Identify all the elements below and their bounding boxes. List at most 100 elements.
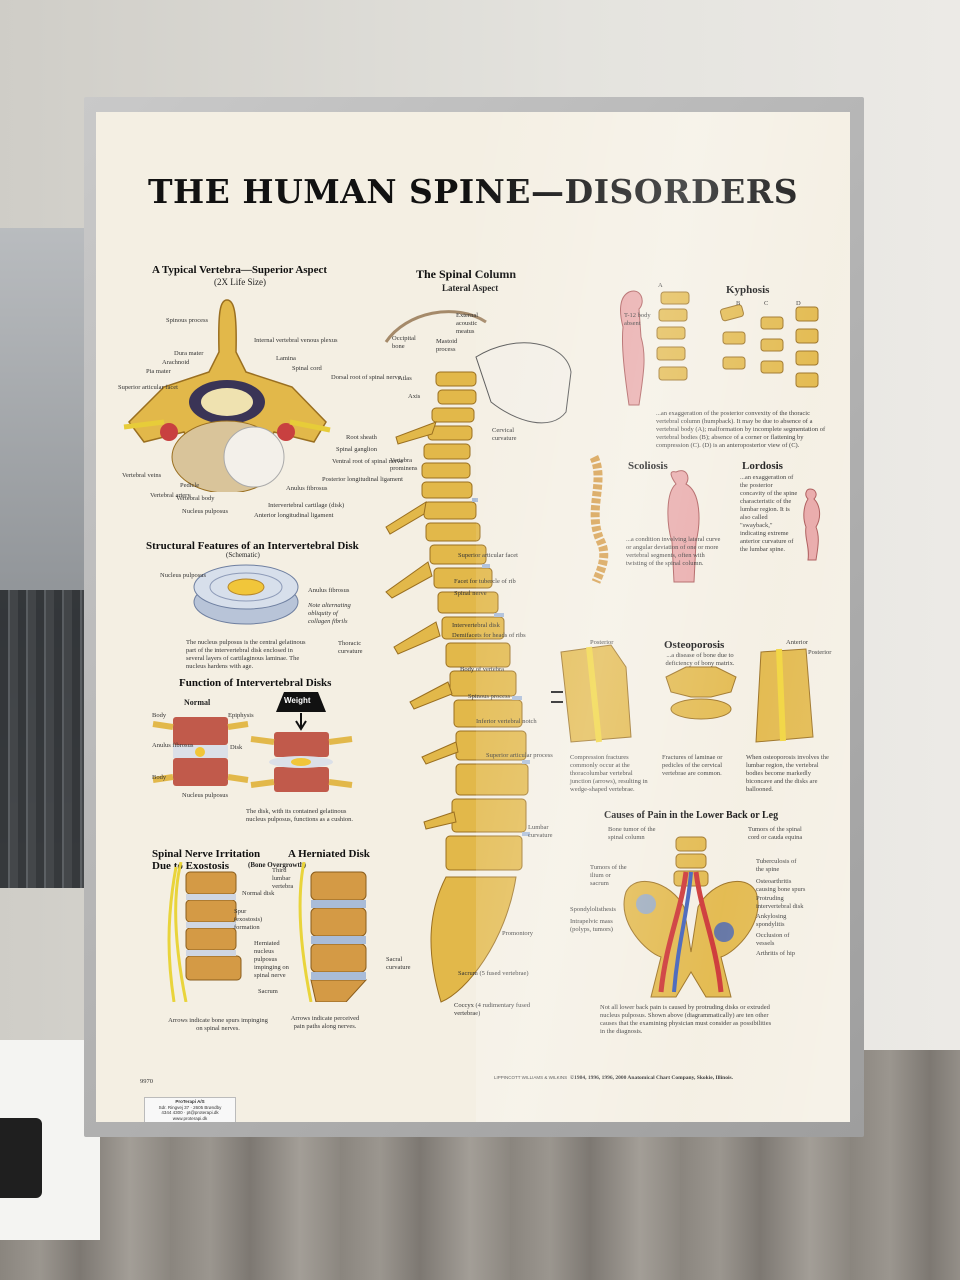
scoliosis-heading: Scoliosis (628, 460, 668, 472)
lbl-spinal-ganglion: Spinal ganglion (336, 446, 377, 453)
vertebra-heading: A Typical Vertebra—Superior Aspect (152, 264, 328, 276)
sink (0, 1118, 42, 1198)
lbl-disk-note: Note alternating obliquity of collagen f… (308, 602, 351, 625)
lbl-normal-disk: Normal disk (242, 890, 275, 897)
lbl-func-disk: Disk (230, 744, 243, 751)
lbl-sup-articular-process: Superior articular process (486, 752, 553, 759)
lbl-dura-mater: Dura mater (174, 350, 204, 357)
vertebra-sub: (2X Life Size) (214, 277, 266, 287)
lbl-pedicle: Pedicle (180, 482, 200, 489)
copyright: ©1984, 1996, 1996, 2000 Anatomical Chart… (570, 1075, 734, 1081)
lbl-spinal-nerve: Spinal nerve (454, 590, 487, 597)
lbl-promontory: Promontory (502, 930, 534, 937)
lbl-vertebra-prominens: Vertebra prominens (390, 457, 418, 472)
herniated-caption: Arrows indicate perceived pain paths alo… (290, 1015, 360, 1030)
lbl-func-anulus: Anulus fibrosus (152, 742, 194, 749)
lbl-pain-ilium-tumors: Tumors of the ilium or sacrum (590, 864, 627, 887)
sticker-line-4: www.proterapi.dk (172, 1115, 208, 1121)
lbl-disk-anulus: Anulus fibrosus (308, 587, 350, 594)
lbl-kyphosis-c: C (764, 300, 769, 307)
lbl-kyphosis-d: D (796, 300, 801, 307)
sticker-line-1: ProTerapi A/S (175, 1099, 205, 1104)
lbl-osteo-anterior: Anterior (786, 639, 809, 646)
lbl-func-nucleus: Nucleus pulposus (182, 792, 229, 799)
lbl-third-lumbar: Third lumbar vertebra (272, 867, 294, 890)
lbl-articular-facet: Superior articular facet (118, 384, 178, 391)
retailer-sticker: ProTerapi A/S Sdr. Ringvej 37 · 2605 Brø… (144, 1097, 236, 1122)
disk-features-caption: The nucleus pulposus is the central gela… (186, 639, 306, 670)
disk-function-caption: The disk, with its contained gelatinous … (246, 808, 354, 823)
sticker-line-3: 4344 4300 · pt@proterapi.dk (161, 1110, 219, 1115)
lbl-body-vertebra: Body of vertebra (460, 666, 505, 673)
lbl-spur: Spur (exostosis) formation (234, 908, 263, 931)
lbl-sup-articular-facet: Superior articular facet (458, 552, 518, 559)
normal-disk-illustration (152, 717, 249, 786)
osteoporosis-sub: ...a disease of bone due to deficiency o… (665, 652, 735, 667)
lbl-spinous-process: Spinous process (166, 317, 209, 324)
osteo-caption-left: Compression fractures commonly occur at … (570, 754, 648, 793)
weight-label: Weight (284, 696, 311, 705)
herniated-heading: A Herniated Disk (288, 848, 370, 860)
kyphosis-illustration (620, 290, 819, 406)
lbl-demifacets: Demifacets for heads of ribs (452, 632, 526, 639)
kyphosis-caption: ...an exaggeration of the posterior conv… (656, 410, 826, 449)
lbl-pain-cord-tumors: Tumors of the spinal cord or cauda equin… (748, 826, 803, 841)
lbl-sacrum-col: Sacrum (5 fused vertebrae) (458, 970, 529, 977)
lbl-pain-protruding-disk: Protruding intervertebral disk (756, 895, 804, 910)
lbl-osteo-posterior-left: Posterior (590, 639, 614, 646)
kyphosis-heading: Kyphosis (726, 284, 770, 296)
lbl-disk-nucleus: Nucleus pulposus (160, 572, 207, 579)
lbl-t12-absent: T-12 body absent (624, 312, 651, 327)
lbl-func-epiphysis: Epiphysis (228, 712, 254, 719)
lbl-osteo-posterior-right: Posterior (808, 649, 832, 656)
anatomy-poster: THE HUMAN SPINE—DISORDERS A Typical Vert… (96, 112, 850, 1122)
lbl-acoustic-meatus: External acoustic meatus (456, 312, 479, 335)
pelvis-illustration (623, 836, 759, 998)
spine-illustration (384, 310, 572, 1003)
lbl-pain-tuberculosis: Tuberculosis of the spine (756, 858, 797, 873)
lbl-anulus-fibrosus: Anulus fibrosus (286, 485, 328, 492)
lbl-func-body-top: Body (152, 712, 167, 719)
lbl-arachnoid: Arachnoid (162, 359, 190, 366)
irritation-heading-1: Spinal Nerve Irritation (152, 848, 261, 860)
weighted-disk-illustration (250, 692, 353, 792)
lbl-ventral-root: Ventral root of spinal nerve (332, 458, 404, 465)
lbl-axis: Axis (408, 393, 421, 400)
osteoporosis-heading: Osteoporosis (664, 639, 725, 651)
disk-features-sub: (Schematic) (226, 551, 260, 559)
spinal-column-sub: Lateral Aspect (442, 283, 499, 293)
lbl-atlas: Atlas (398, 375, 412, 382)
disk-features-heading: Structural Features of an Intervertebral… (146, 540, 359, 552)
lbl-lamina: Lamina (276, 355, 296, 362)
lbl-intervertebral-cartilage: Intervertebral cartilage (disk) (268, 502, 345, 509)
scoliosis-caption: ...a condition involving lateral curve o… (626, 536, 721, 567)
lordosis-illustration (803, 488, 821, 561)
lbl-pain-bone-tumor: Bone tumor of the spinal column (608, 826, 656, 841)
lbl-vertebral-body: Vertebral body (176, 495, 215, 502)
lbl-vertebral-artery: Vertebral artery (150, 492, 191, 499)
irritation-heading-2: Due to Exostosis (152, 860, 230, 872)
poster-title: THE HUMAN SPINE—DISORDERS (147, 172, 799, 211)
lbl-dorsal-root: Dorsal root of spinal nerve (331, 374, 401, 381)
lordosis-heading: Lordosis (742, 460, 783, 472)
lbl-pain-intrapelvic: Intrapelvic mass (polyps, tumors) (570, 918, 613, 933)
lbl-cervical-curvature: Cervical curvature (492, 427, 517, 442)
sticker-line-2: Sdr. Ringvej 37 · 2605 Brøndby (158, 1104, 222, 1110)
lbl-thoracic-curvature: Thoracic curvature (338, 640, 363, 655)
pain-caption: Not all lower back pain is caused by pro… (600, 1004, 772, 1035)
lbl-intervertebral-disk: Intervertebral disk (452, 622, 500, 629)
lbl-venous-plexus: Internal vertebral venous plexus (254, 337, 338, 344)
irritation-sub: (Bone Overgrowth) (248, 861, 306, 869)
lbl-pain-occlusion: Occlusion of vessels (756, 932, 790, 947)
scoliosis-illustration (589, 455, 700, 584)
irritation-illustration (167, 862, 242, 1002)
disk-function-heading: Function of Intervertebral Disks (179, 677, 332, 689)
lbl-ant-ligament: Anterior longitudinal ligament (254, 512, 334, 519)
lbl-vertebral-veins: Vertebral veins (122, 472, 162, 479)
lbl-rib-tubercle-facet: Facet for tubercle of rib (454, 578, 516, 585)
lbl-occipital-bone: Occipital bone (392, 335, 416, 350)
lbl-pain-spondylolisthesis: Spondylolisthesis (570, 906, 616, 913)
lbl-coccyx: Coccyx (4 rudimentary fused vertebrae) (454, 1002, 530, 1017)
publisher-logo: LIPPINCOTT WILLIAMS & WILKINS (494, 1075, 568, 1080)
lbl-mastoid: Mastoid process (436, 338, 458, 353)
